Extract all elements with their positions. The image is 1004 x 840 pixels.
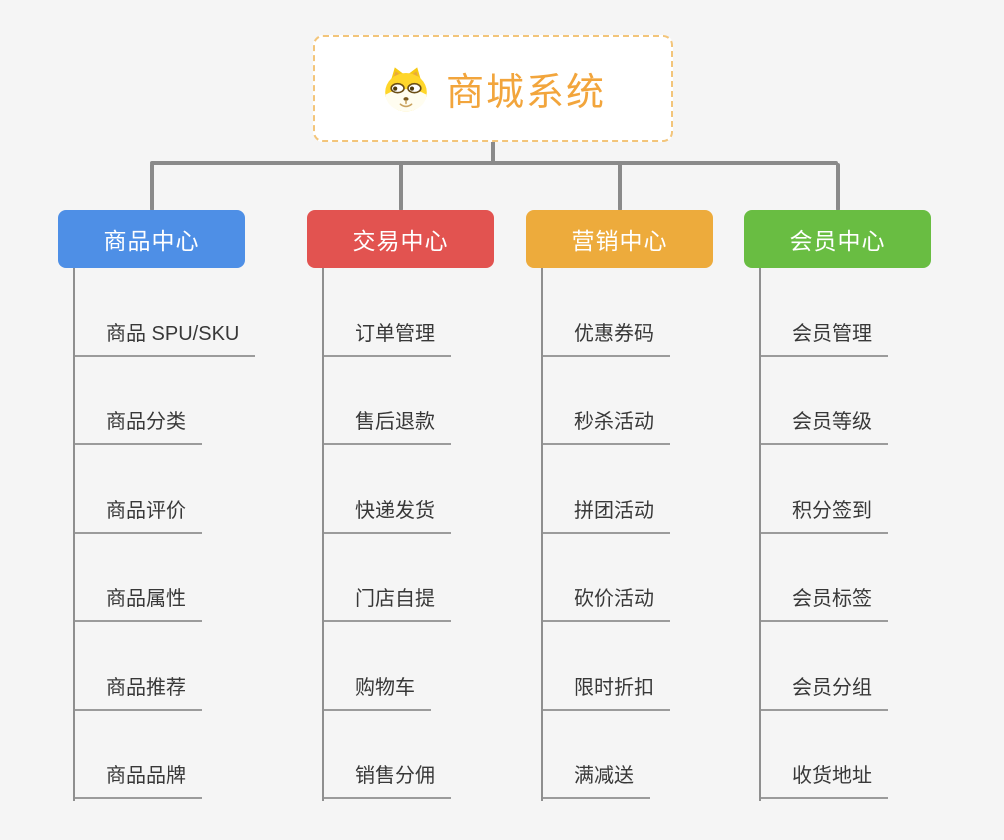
child-topic[interactable]: 会员管理: [761, 268, 888, 357]
child-topic[interactable]: 订单管理: [324, 268, 451, 357]
connector-stem-member: [836, 163, 840, 211]
root-title: 商城系统: [445, 72, 606, 114]
child-topic[interactable]: 会员等级: [761, 357, 888, 445]
branch-label: 营销中心: [571, 228, 668, 254]
child-topic[interactable]: 砍价活动: [543, 534, 670, 622]
child-topic[interactable]: 商品分类: [75, 357, 202, 445]
branch-node-product[interactable]: 商品中心: [58, 210, 245, 268]
connector-stem-trade: [399, 163, 403, 211]
child-topic[interactable]: 秒杀活动: [543, 357, 670, 445]
connector-stem-product: [150, 163, 154, 211]
children-column-member: 会员管理 会员等级 积分签到 会员标签 会员分组 收货地址: [759, 268, 888, 801]
child-topic[interactable]: 商品 SPU/SKU: [75, 268, 256, 357]
child-topic[interactable]: 收货地址: [761, 711, 888, 799]
child-topic[interactable]: 会员分组: [761, 622, 888, 711]
child-topic[interactable]: 优惠券码: [543, 268, 670, 357]
branch-label: 商品中心: [103, 228, 200, 254]
child-topic[interactable]: 销售分佣: [324, 711, 451, 799]
root-node[interactable]: 商城系统: [313, 35, 673, 142]
connector-stem-marketing: [618, 163, 622, 211]
branch-node-trade[interactable]: 交易中心: [307, 210, 494, 268]
child-topic[interactable]: 购物车: [324, 622, 431, 711]
child-topic[interactable]: 售后退款: [324, 357, 451, 445]
child-topic[interactable]: 限时折扣: [543, 622, 670, 711]
children-column-product: 商品 SPU/SKU 商品分类 商品评价 商品属性 商品推荐 商品品牌: [73, 268, 256, 801]
child-topic[interactable]: 满减送: [543, 711, 650, 799]
connector-bus: [150, 161, 838, 165]
children-column-marketing: 优惠券码 秒杀活动 拼团活动 砍价活动 限时折扣 满减送: [541, 268, 670, 801]
child-topic[interactable]: 商品评价: [75, 445, 202, 534]
child-topic[interactable]: 积分签到: [761, 445, 888, 534]
connector-root-stem: [491, 140, 495, 165]
child-topic[interactable]: 快递发货: [324, 445, 451, 534]
branch-label: 交易中心: [352, 228, 449, 254]
child-topic[interactable]: 商品属性: [75, 534, 202, 622]
branch-label: 会员中心: [789, 228, 886, 254]
child-topic[interactable]: 会员标签: [761, 534, 888, 622]
doge-face-icon: [385, 66, 427, 111]
branch-node-marketing[interactable]: 营销中心: [526, 210, 713, 268]
children-column-trade: 订单管理 售后退款 快递发货 门店自提 购物车 销售分佣: [322, 268, 451, 801]
branch-node-member[interactable]: 会员中心: [744, 210, 931, 268]
child-topic[interactable]: 商品品牌: [75, 711, 202, 799]
child-topic[interactable]: 拼团活动: [543, 445, 670, 534]
child-topic[interactable]: 商品推荐: [75, 622, 202, 711]
child-topic[interactable]: 门店自提: [324, 534, 451, 622]
